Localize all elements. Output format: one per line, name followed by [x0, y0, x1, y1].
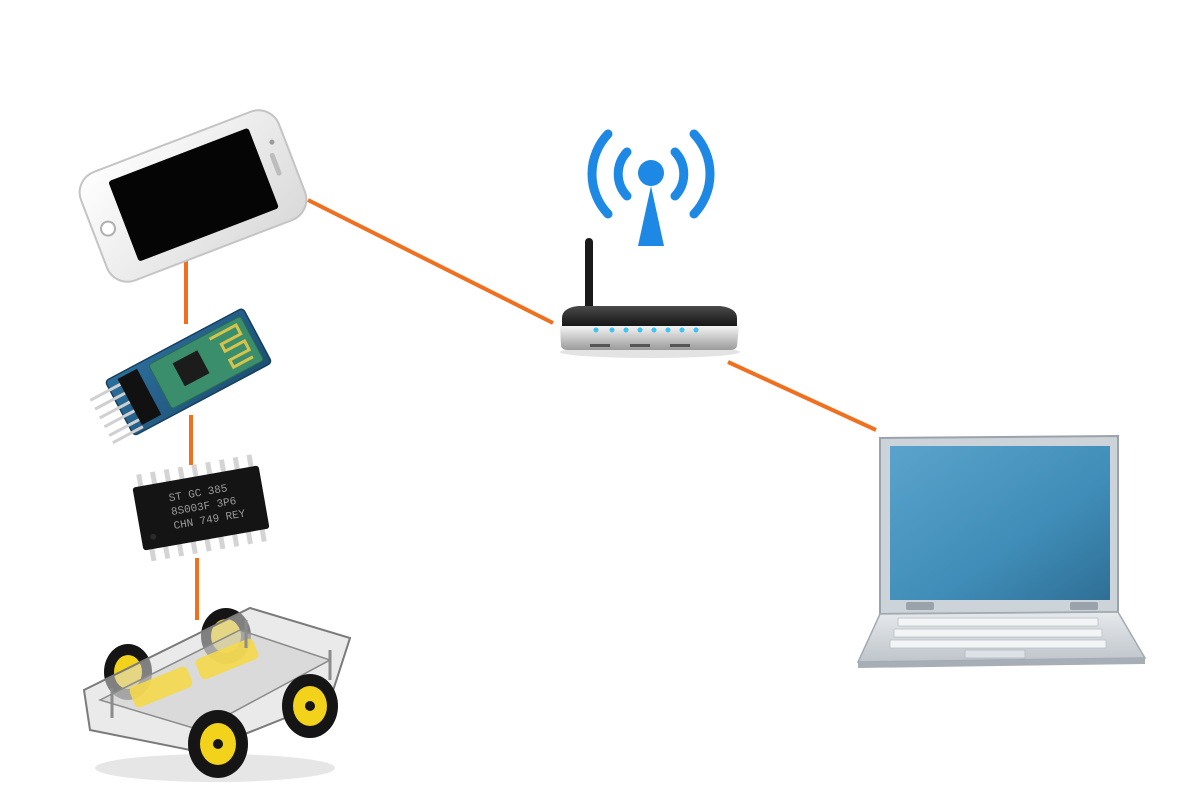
wifi-signal-icon [592, 134, 710, 246]
smartphone-icon [73, 104, 312, 288]
edge-phone-router [308, 200, 553, 323]
wireless-router-icon [560, 238, 740, 358]
microcontroller-chip-icon: ST GC 385 8S003F 3P6 CHN 749 REY [130, 454, 271, 563]
edge-router-laptop [728, 362, 876, 430]
laptop-icon [858, 436, 1145, 668]
bluetooth-module-icon [86, 308, 272, 446]
connector-lines [186, 200, 876, 620]
robot-car-icon [84, 608, 350, 782]
